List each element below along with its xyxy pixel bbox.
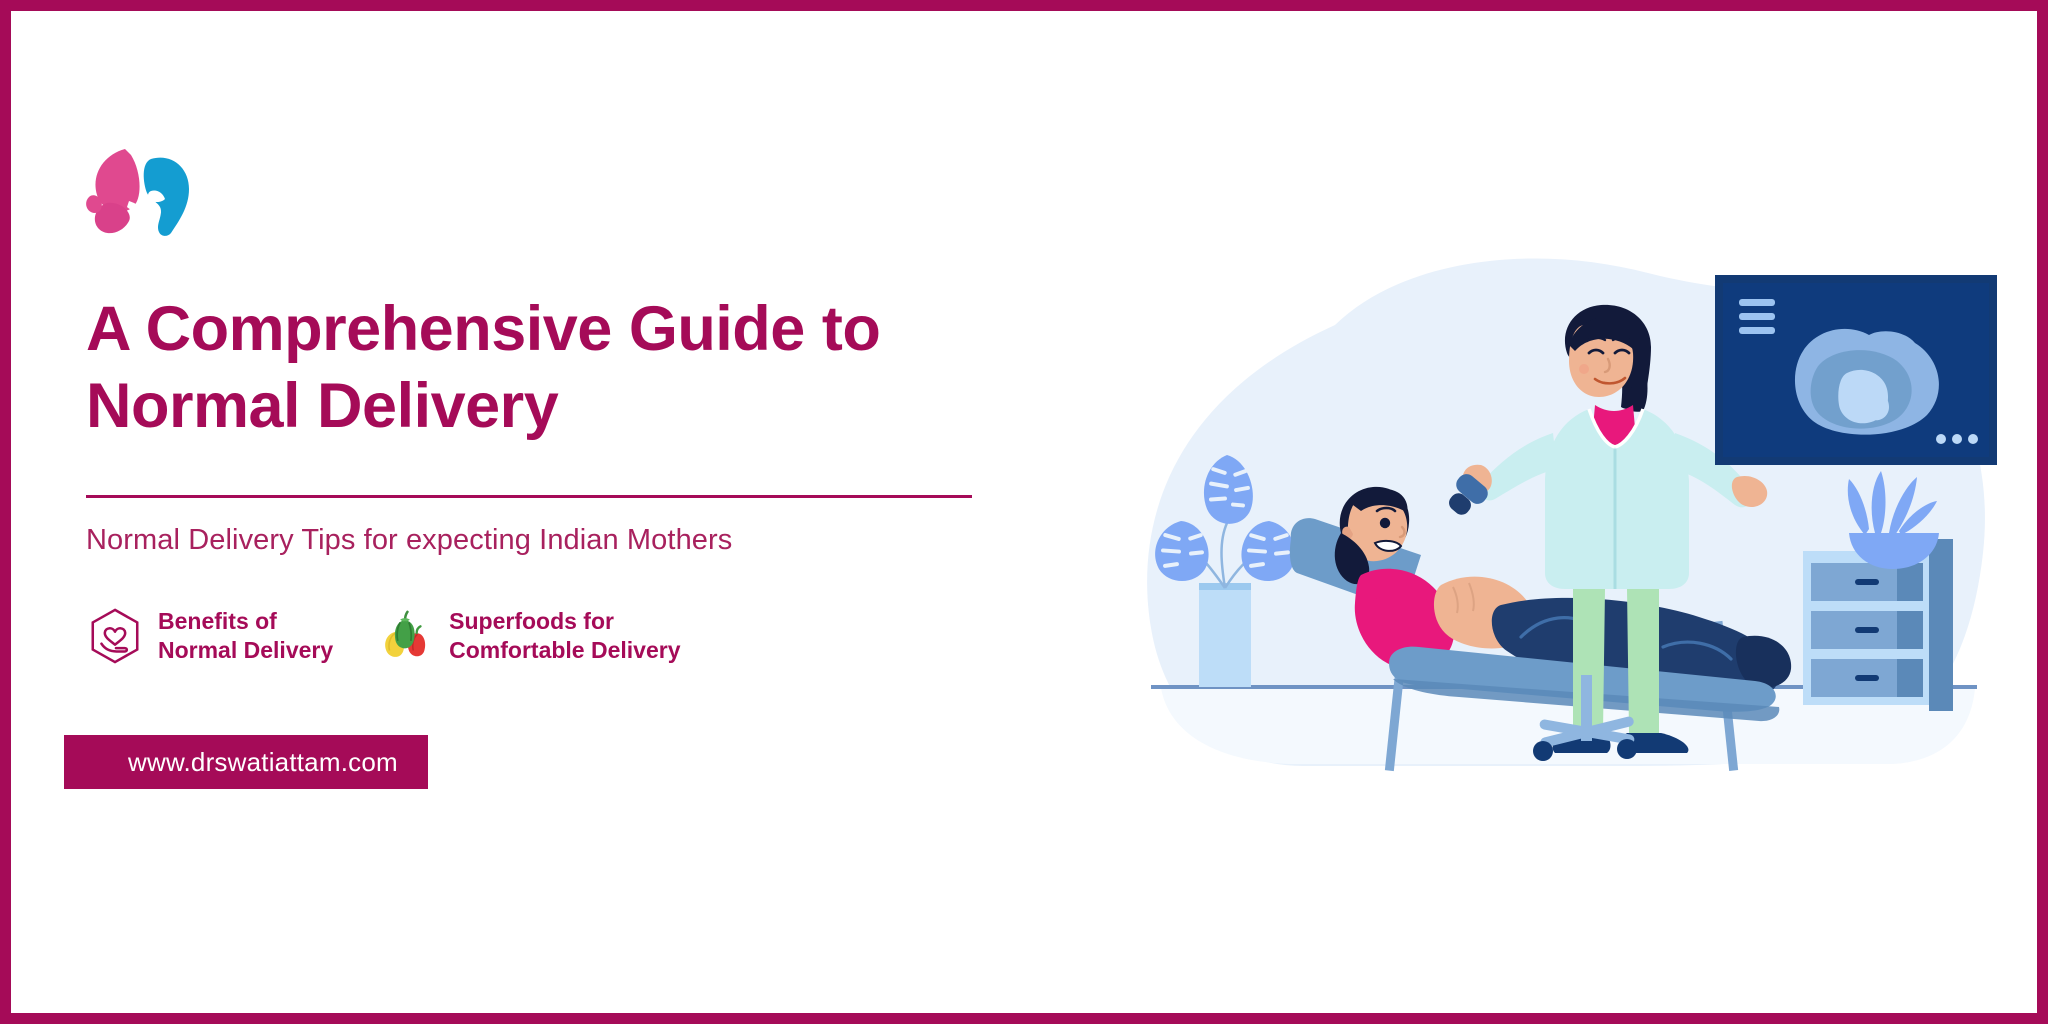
menu-lines-icon [1739,299,1775,334]
drawer-cabinet [1803,539,1953,711]
status-dots [1936,434,1978,444]
doctor-coat [1545,409,1689,589]
page-subtitle: Normal Delivery Tips for expecting India… [86,524,733,556]
heart-in-hand-hexagon-icon [86,607,144,665]
patient-foot [1735,635,1792,688]
ultrasound-monitor-screen [1715,275,1997,465]
butterfly-wings-icon [86,149,147,234]
website-url-ribbon[interactable]: www.drswatiattam.com [64,735,428,789]
left-content-column: A Comprehensive Guide to Normal Delivery… [64,11,1035,1013]
brand-logo[interactable] [85,141,195,241]
feature-benefits-of-normal-delivery[interactable]: Benefits of Normal Delivery [86,607,333,665]
feature-badges: Benefits of Normal Delivery [86,607,681,665]
page-title: A Comprehensive Guide to Normal Delivery [86,294,881,442]
feature-label: Benefits of Normal Delivery [158,608,334,663]
doctor-left-arm [1479,433,1557,501]
website-url: www.drswatiattam.com [128,746,398,777]
patient-mouth [1373,539,1403,552]
feature-superfoods-for-comfortable-delivery[interactable]: Superfoods for Comfortable Delivery [377,607,681,665]
doctor-right-hand [1731,475,1768,508]
woman-face-profile-icon [143,157,189,236]
feature-label: Superfoods for Comfortable Delivery [449,608,681,663]
pregnancy-ultrasound-checkup-illustration [1103,233,2023,793]
monstera-plant-in-vase [1155,455,1295,687]
doctor [1449,304,1768,753]
title-divider [86,495,972,498]
rolling-stool [1533,675,1637,761]
ultrasound-probe [1449,474,1488,515]
bell-peppers-icon [377,607,435,665]
agave-plant-in-bowl [1847,471,1939,569]
patient-eye [1379,517,1391,529]
